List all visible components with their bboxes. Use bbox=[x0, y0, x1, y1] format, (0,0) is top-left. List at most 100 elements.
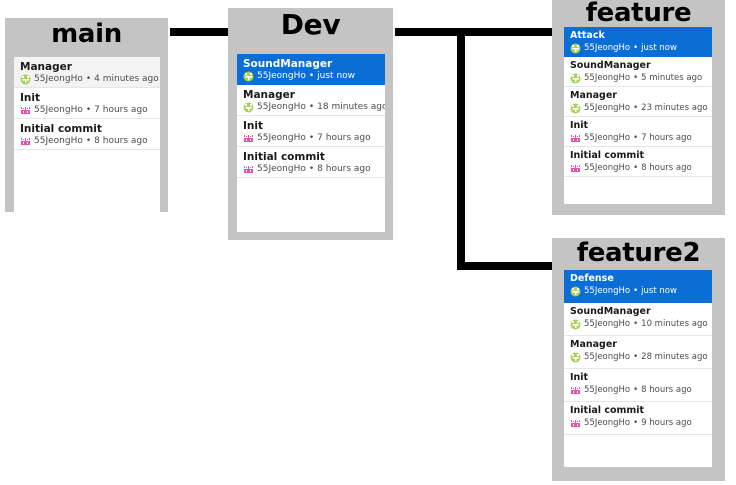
commit-message: Initial commit bbox=[570, 150, 645, 161]
commit-author: 55JeongHo bbox=[257, 133, 306, 144]
commit-list-filler bbox=[14, 150, 160, 170]
commit-meta: 55JeongHo•8 hours ago bbox=[570, 163, 712, 174]
avatar-pink-icon bbox=[570, 385, 581, 396]
commit-author: 55JeongHo bbox=[584, 318, 631, 329]
commit-meta: 55JeongHo•9 hours ago bbox=[570, 418, 712, 429]
commit-meta: 55JeongHo•8 hours ago bbox=[570, 385, 712, 396]
avatar-pink-icon bbox=[570, 133, 581, 144]
commit-meta-separator: • bbox=[308, 71, 315, 82]
avatar-green-icon bbox=[20, 74, 31, 85]
commit-time: just now bbox=[317, 71, 356, 82]
connector-main-to-dev bbox=[170, 28, 228, 36]
commit-time: 18 minutes ago bbox=[317, 102, 385, 113]
commit-meta-separator: • bbox=[633, 351, 639, 362]
commit-meta-separator: • bbox=[633, 102, 639, 113]
avatar-pink-icon bbox=[243, 133, 254, 144]
commit-time: 7 hours ago bbox=[641, 132, 692, 143]
commit-time: 9 hours ago bbox=[641, 417, 692, 428]
commit-row[interactable]: SoundManager 55JeongHo•5 minutes ago bbox=[564, 57, 712, 87]
commit-time: 8 hours ago bbox=[94, 136, 148, 147]
commit-author: 55JeongHo bbox=[584, 42, 631, 53]
commit-author: 55JeongHo bbox=[584, 72, 631, 83]
commit-message: SoundManager bbox=[570, 60, 651, 71]
commit-time: just now bbox=[641, 42, 677, 53]
commit-row[interactable]: Initial commit 55JeongHo•8 hours ago bbox=[564, 147, 712, 177]
commit-row[interactable]: Initial commit 55JeongHo•9 hours ago bbox=[564, 402, 712, 435]
commit-author: 55JeongHo bbox=[584, 102, 631, 113]
commit-message: Initial commit bbox=[570, 405, 645, 416]
commit-message: Initial commit bbox=[20, 123, 102, 135]
commit-message: SoundManager bbox=[570, 306, 651, 317]
commit-message: SoundManager bbox=[243, 58, 333, 70]
commit-author: 55JeongHo bbox=[257, 71, 306, 82]
commit-message: Init bbox=[570, 372, 589, 383]
commit-meta: 55JeongHo•4 minutes ago bbox=[20, 74, 160, 85]
commit-row[interactable]: Init 55JeongHo•8 hours ago bbox=[564, 369, 712, 402]
commit-meta: 55JeongHo•18 minutes ago bbox=[243, 102, 385, 113]
commit-time: 8 hours ago bbox=[317, 164, 371, 175]
commit-row[interactable]: SoundManager 55JeongHo•10 minutes ago bbox=[564, 303, 712, 336]
commit-meta: 55JeongHo•5 minutes ago bbox=[570, 73, 712, 84]
commit-time: 4 minutes ago bbox=[94, 74, 159, 85]
commit-message: Manager bbox=[570, 339, 617, 350]
avatar-pink-icon bbox=[570, 418, 581, 429]
connector-split-vertical bbox=[457, 28, 465, 270]
commit-meta: 55JeongHo•just now bbox=[570, 286, 712, 297]
avatar-green-icon bbox=[243, 71, 254, 82]
commit-message: Init bbox=[243, 120, 264, 132]
commit-time: just now bbox=[641, 285, 677, 296]
commit-message: Manager bbox=[243, 89, 295, 101]
commit-author: 55JeongHo bbox=[584, 162, 631, 173]
commit-meta: 55JeongHo•7 hours ago bbox=[243, 133, 385, 144]
branch-title-main: main bbox=[51, 19, 122, 49]
commit-list-filler bbox=[564, 435, 712, 453]
commit-meta-separator: • bbox=[85, 136, 92, 147]
avatar-green-icon bbox=[243, 102, 254, 113]
commit-meta: 55JeongHo•just now bbox=[243, 71, 385, 82]
commit-meta-separator: • bbox=[633, 384, 639, 395]
branch-title-dev: Dev bbox=[280, 8, 341, 41]
commit-author: 55JeongHo bbox=[584, 417, 631, 428]
commit-message: Initial commit bbox=[243, 151, 325, 163]
commit-meta-separator: • bbox=[633, 162, 639, 173]
commit-author: 55JeongHo bbox=[34, 105, 83, 116]
commit-message: Init bbox=[20, 92, 41, 104]
commit-author: 55JeongHo bbox=[34, 74, 83, 85]
commit-author: 55JeongHo bbox=[584, 351, 631, 362]
commit-message: Manager bbox=[570, 90, 617, 101]
connector-split-to-feature2 bbox=[457, 262, 558, 270]
commit-meta: 55JeongHo•23 minutes ago bbox=[570, 103, 712, 114]
commit-time: 23 minutes ago bbox=[641, 102, 708, 113]
commit-meta: 55JeongHo•7 hours ago bbox=[20, 105, 160, 116]
branch-title-feature: feature bbox=[585, 0, 692, 28]
avatar-pink-icon bbox=[20, 136, 31, 147]
avatar-green-icon bbox=[570, 43, 581, 54]
commit-author: 55JeongHo bbox=[257, 102, 306, 113]
commit-meta: 55JeongHo•10 minutes ago bbox=[570, 319, 712, 330]
commit-meta: 55JeongHo•8 hours ago bbox=[243, 164, 385, 175]
avatar-green-icon bbox=[570, 352, 581, 363]
branch-title-feature2: feature2 bbox=[576, 238, 701, 268]
connector-dev-to-split bbox=[395, 28, 558, 36]
